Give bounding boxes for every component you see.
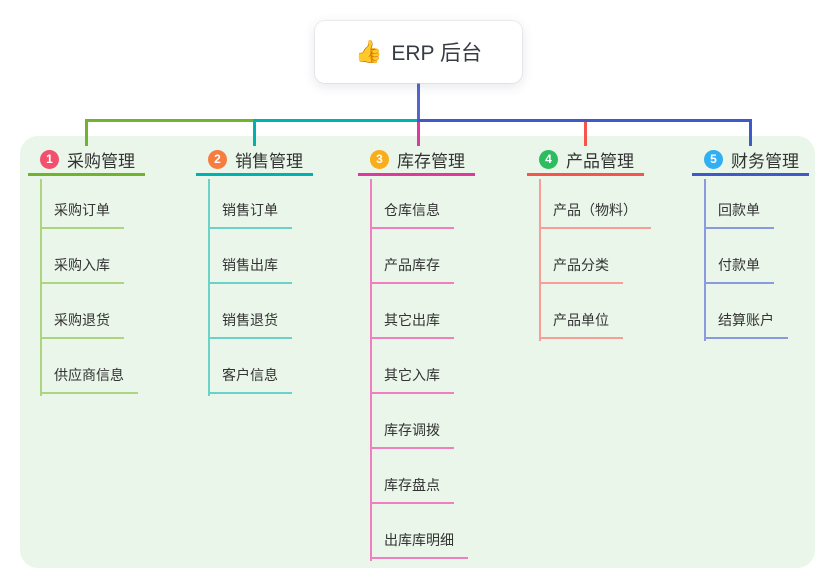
bus-segment-sales — [253, 119, 418, 122]
branch-title: 产品管理 — [566, 151, 634, 171]
root-connector-line — [417, 83, 420, 119]
drop-line-purchase — [85, 119, 88, 146]
branch-title: 财务管理 — [731, 151, 799, 171]
branch-header-5[interactable]: 5 财务管理 — [692, 145, 809, 176]
drop-line-stock — [417, 122, 420, 146]
child-node[interactable]: 客户信息 — [208, 364, 292, 394]
child-node-label: 产品（物料） — [553, 202, 637, 218]
branch-trunk-line — [208, 179, 210, 396]
child-node[interactable]: 销售退货 — [208, 309, 292, 339]
child-node-label: 其它入库 — [384, 367, 440, 383]
branch-title: 库存管理 — [397, 151, 465, 171]
branch-badge-icon: 3 — [370, 149, 389, 169]
child-node[interactable]: 结算账户 — [704, 309, 788, 339]
child-node-label: 回款单 — [718, 202, 760, 218]
child-node-label: 采购订单 — [54, 202, 110, 218]
child-node[interactable]: 仓库信息 — [370, 199, 454, 229]
branch-badge-icon: 1 — [40, 149, 59, 169]
branch-title: 采购管理 — [67, 151, 135, 171]
child-node[interactable]: 其它入库 — [370, 364, 454, 394]
child-node-label: 销售出库 — [222, 257, 278, 273]
branch-badge-icon: 4 — [539, 149, 558, 169]
branch-header-4[interactable]: 4 产品管理 — [527, 145, 644, 176]
child-node[interactable]: 付款单 — [704, 254, 774, 284]
branch-badge-icon: 2 — [208, 149, 227, 169]
child-node[interactable]: 库存调拨 — [370, 419, 454, 449]
child-node[interactable]: 库存盘点 — [370, 474, 454, 504]
bus-segment-finance — [417, 119, 752, 122]
child-node[interactable]: 采购订单 — [40, 199, 124, 229]
child-node-label: 产品库存 — [384, 257, 440, 273]
child-node-label: 销售退货 — [222, 312, 278, 328]
drop-line-product — [584, 122, 587, 146]
child-node[interactable]: 产品分类 — [539, 254, 623, 284]
branch-trunk-line — [40, 179, 42, 396]
drop-line-sales — [253, 119, 256, 146]
child-node-label: 仓库信息 — [384, 202, 440, 218]
root-node-label: ERP 后台 — [391, 42, 483, 65]
child-node-label: 采购入库 — [54, 257, 110, 273]
child-node-label: 出库库明细 — [384, 532, 454, 548]
mindmap-panel — [20, 136, 815, 568]
child-node-label: 产品分类 — [553, 257, 609, 273]
child-node-label: 库存盘点 — [384, 477, 440, 493]
branch-trunk-line — [539, 179, 541, 341]
root-node-erp[interactable]: 👍 ERP 后台 — [315, 21, 522, 83]
child-node-label: 客户信息 — [222, 367, 278, 383]
child-node[interactable]: 其它出库 — [370, 309, 454, 339]
child-node-label: 供应商信息 — [54, 367, 124, 383]
child-node[interactable]: 产品库存 — [370, 254, 454, 284]
child-node[interactable]: 供应商信息 — [40, 364, 138, 394]
child-node[interactable]: 销售订单 — [208, 199, 292, 229]
branch-header-1[interactable]: 1 采购管理 — [28, 145, 145, 176]
drop-line-finance — [749, 119, 752, 146]
branch-badge-icon: 5 — [704, 149, 723, 169]
child-node[interactable]: 采购入库 — [40, 254, 124, 284]
child-node[interactable]: 销售出库 — [208, 254, 292, 284]
child-node[interactable]: 产品单位 — [539, 309, 623, 339]
bus-segment-purchase — [85, 119, 254, 122]
child-node-label: 库存调拨 — [384, 422, 440, 438]
child-node[interactable]: 出库库明细 — [370, 529, 468, 559]
branch-trunk-line — [704, 179, 706, 341]
branch-trunk-line — [370, 179, 372, 561]
child-node-label: 销售订单 — [222, 202, 278, 218]
branch-header-2[interactable]: 2 销售管理 — [196, 145, 313, 176]
child-node[interactable]: 回款单 — [704, 199, 774, 229]
thumbs-up-icon: 👍 — [354, 39, 383, 64]
child-node-label: 其它出库 — [384, 312, 440, 328]
child-node[interactable]: 产品（物料） — [539, 199, 651, 229]
child-node-label: 付款单 — [718, 257, 760, 273]
branch-header-3[interactable]: 3 库存管理 — [358, 145, 475, 176]
child-node-label: 产品单位 — [553, 312, 609, 328]
child-node-label: 采购退货 — [54, 312, 110, 328]
child-node[interactable]: 采购退货 — [40, 309, 124, 339]
child-node-label: 结算账户 — [718, 312, 774, 328]
branch-title: 销售管理 — [235, 151, 303, 171]
